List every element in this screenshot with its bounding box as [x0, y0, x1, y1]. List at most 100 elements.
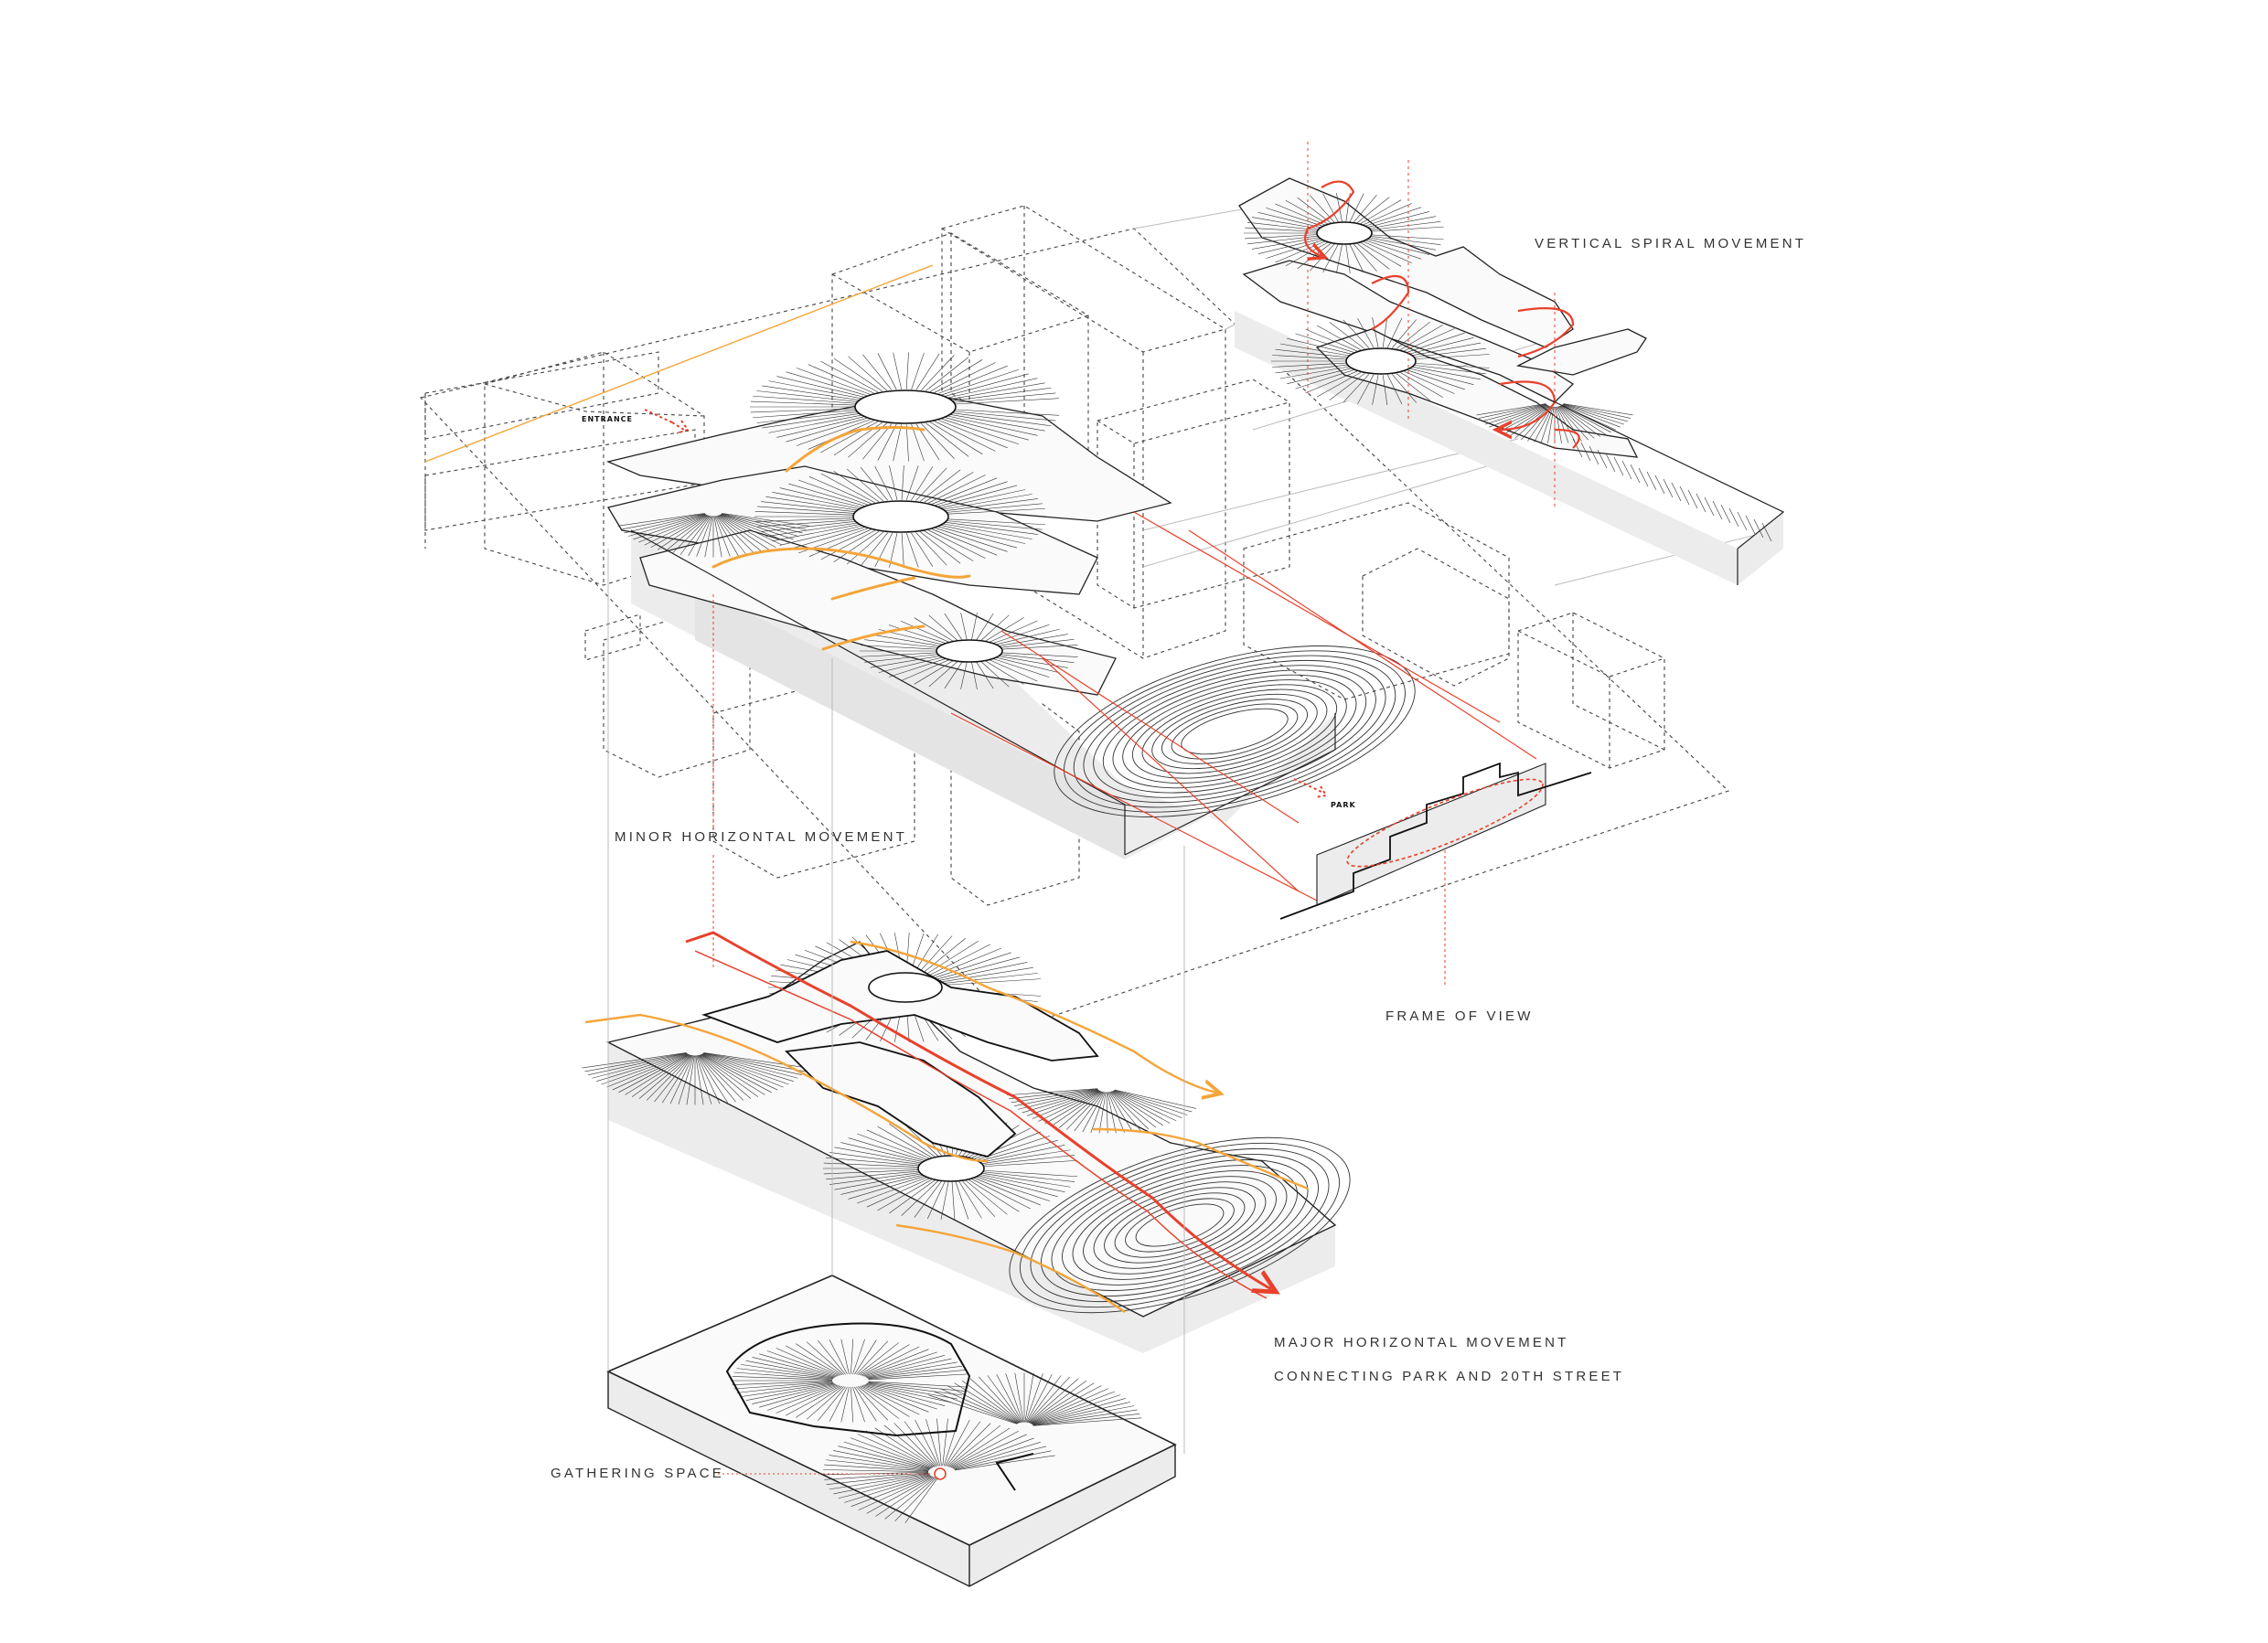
gathering-space-layer — [606, 1275, 1177, 1587]
ruled-rib-line — [865, 1358, 952, 1378]
ruled-rib-line — [722, 513, 807, 530]
ruled-rib-line — [1317, 325, 1362, 350]
ruled-rib-line — [935, 481, 1008, 506]
ruled-rib-line — [1556, 406, 1569, 443]
ruled-rib-line — [721, 514, 798, 537]
ruled-rib-line — [765, 496, 858, 511]
ruled-rib-line — [919, 469, 961, 502]
contour-ring — [1181, 708, 1289, 755]
ruled-rib-line — [1028, 1378, 1079, 1424]
ruled-rib-line — [1557, 406, 1576, 443]
ruled-rib-line — [753, 410, 857, 419]
ruled-rib-line — [657, 515, 709, 550]
ruled-rib-line — [786, 1345, 841, 1376]
ruled-rib-line — [1114, 1089, 1197, 1109]
ruled-rib-line — [1287, 368, 1352, 385]
ruled-rib-line — [850, 1386, 854, 1423]
ruled-rib-line — [1687, 489, 1698, 509]
ruled-rib-line — [650, 515, 708, 549]
ruled-rib-line — [877, 423, 897, 461]
ruled-rib-line — [971, 613, 978, 640]
ruled-rib-line — [857, 1342, 900, 1375]
ruled-rib-line — [971, 662, 978, 689]
ruled-rib-line — [1032, 1398, 1126, 1424]
ruled-rib-line — [960, 662, 968, 689]
ruled-rib-line — [796, 368, 871, 395]
ruled-rib-line — [1400, 325, 1443, 350]
ruled-rib-line — [834, 1173, 922, 1190]
ruled-rib-line — [914, 934, 939, 974]
ruled-rib-line — [1589, 445, 1599, 465]
ruled-rib-line — [852, 1339, 865, 1375]
ruled-rib-line — [823, 1472, 929, 1476]
ruled-rib-line — [864, 1383, 946, 1406]
ruled-rib-line — [1114, 1090, 1193, 1113]
ruled-rib-line — [925, 357, 969, 391]
ruled-rib-line — [1396, 321, 1430, 349]
ruled-rib-line — [669, 1055, 694, 1104]
ruled-rib-line — [905, 352, 909, 389]
ruled-rib-line — [661, 1055, 693, 1104]
ruled-rib-line — [947, 378, 1038, 399]
ruled-rib-line — [832, 1450, 930, 1470]
major-horizontal-label: MAJOR HORIZONTAL MOVEMENT — [1274, 1335, 1569, 1350]
ruled-rib-line — [776, 1348, 840, 1376]
ruled-rib-line — [1558, 406, 1595, 439]
ruled-rib-line — [786, 418, 867, 443]
ruled-rib-line — [915, 532, 947, 566]
ruled-rib-line — [945, 1419, 970, 1467]
ruled-rib-line — [1370, 221, 1441, 230]
ruled-rib-line — [950, 1430, 1019, 1468]
ruled-rib-line — [696, 1055, 721, 1104]
ruled-rib-line — [904, 1421, 938, 1467]
ruled-rib-line — [732, 1376, 833, 1381]
ruled-rib-line — [1098, 1092, 1107, 1134]
ruled-rib-line — [980, 614, 1010, 641]
ruled-rib-line — [1005, 1373, 1023, 1423]
ruled-rib-line — [968, 1179, 1020, 1212]
ruled-rib-line — [833, 1474, 930, 1495]
ruled-rib-line — [1630, 464, 1641, 484]
minor-horizontal-label: MINOR HORIZONTAL MOVEMENT — [615, 829, 907, 845]
ruled-rib-line — [786, 371, 867, 396]
ruled-rib-line — [701, 1053, 789, 1085]
ruled-rib-line — [1356, 197, 1390, 224]
stacked-levels-model — [424, 264, 1416, 859]
ruled-rib-line — [874, 465, 893, 501]
ruled-rib-line — [846, 531, 884, 565]
ruled-rib-line — [741, 1382, 834, 1397]
ruled-rib-line — [947, 518, 1046, 526]
ruled-rib-line — [857, 1434, 933, 1468]
context-massing — [419, 205, 1730, 1030]
ruled-rib-line — [808, 364, 874, 394]
ruled-rib-line — [713, 516, 722, 558]
ruled-rib-line — [863, 1384, 937, 1410]
ruled-rib-line — [1580, 442, 1591, 462]
ruled-rib-line — [1414, 347, 1486, 357]
contour-ring — [1073, 655, 1396, 808]
ruled-rib-line — [1107, 1092, 1125, 1133]
ruled-rib-line — [733, 1371, 833, 1380]
ruled-rib-line — [820, 529, 875, 560]
ruled-rib-line — [646, 1054, 692, 1101]
ruled-rib-line — [1357, 317, 1375, 348]
ruled-rib-line — [1563, 403, 1633, 416]
ruled-rib-line — [861, 1346, 920, 1376]
ruled-rib-line — [866, 1178, 930, 1208]
ruled-rib-line — [1562, 404, 1625, 425]
major-horizontal-layer — [582, 931, 1351, 1353]
ruled-rib-line — [1561, 404, 1621, 428]
ruled-rib-line — [1111, 1091, 1163, 1126]
ruled-rib-line — [840, 1175, 924, 1195]
ruled-rib-line — [938, 485, 1018, 507]
ruled-rib-line — [1410, 337, 1474, 355]
ruled-rib-line — [797, 479, 868, 506]
ruled-rib-line — [1353, 195, 1377, 223]
ruled-rib-line — [833, 357, 883, 392]
ruled-rib-line — [933, 952, 1011, 979]
ruled-rib-line — [1266, 208, 1323, 227]
ruled-rib-line — [1387, 317, 1403, 348]
ruled-rib-line — [927, 475, 986, 504]
ruled-rib-line — [866, 1361, 957, 1379]
